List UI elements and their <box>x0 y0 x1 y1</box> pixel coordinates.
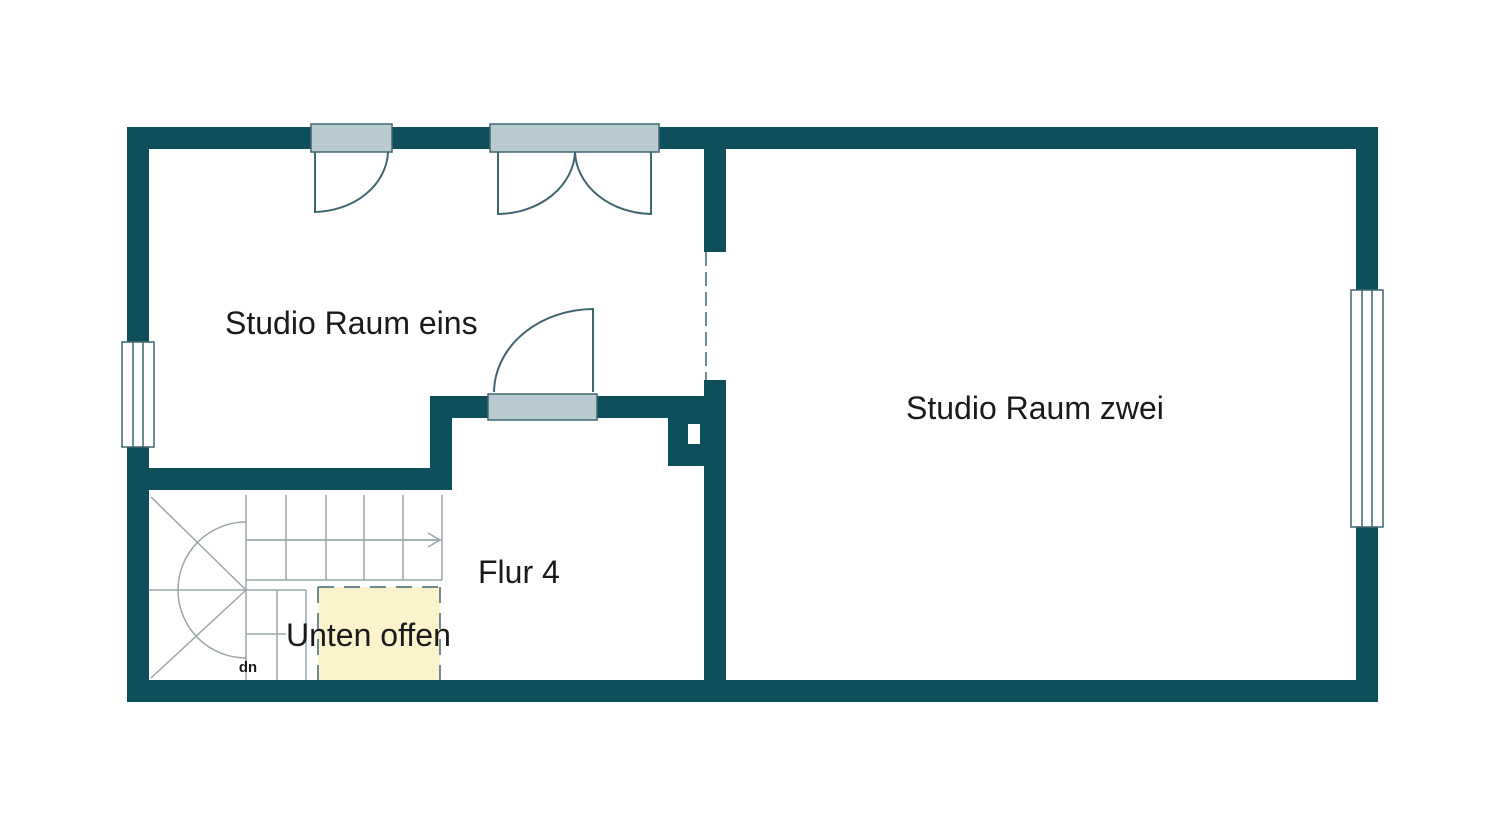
wall-top <box>127 127 1378 149</box>
door-swing-icon <box>497 151 576 216</box>
wall-middle <box>704 127 726 702</box>
door-top-double <box>489 123 660 153</box>
door-top-single <box>310 123 393 153</box>
window-left <box>121 341 155 448</box>
room-label-flur: Flur 4 <box>478 554 560 590</box>
stair-direction-label: up <box>239 660 257 677</box>
windows <box>121 252 1384 528</box>
open-below-area <box>318 587 440 680</box>
wall-bottom <box>127 680 1378 702</box>
arrow-head-icon <box>427 532 442 548</box>
room-label-studio-eins: Studio Raum eins <box>225 305 478 341</box>
doors <box>310 123 660 421</box>
door-swing-icon <box>574 151 652 216</box>
door-hall <box>487 393 598 421</box>
door-swing-icon <box>493 307 594 393</box>
window-right <box>1350 289 1384 528</box>
door-swing-icon <box>314 151 389 214</box>
staircase <box>149 495 443 680</box>
room-label-studio-zwei: Studio Raum zwei <box>906 390 1164 426</box>
walls <box>127 127 1378 702</box>
pillar-notch <box>688 424 700 444</box>
wall-stair-top <box>149 468 452 490</box>
label-unten-offen: Unten offen <box>286 617 451 653</box>
wall-step-vertical <box>430 396 452 490</box>
